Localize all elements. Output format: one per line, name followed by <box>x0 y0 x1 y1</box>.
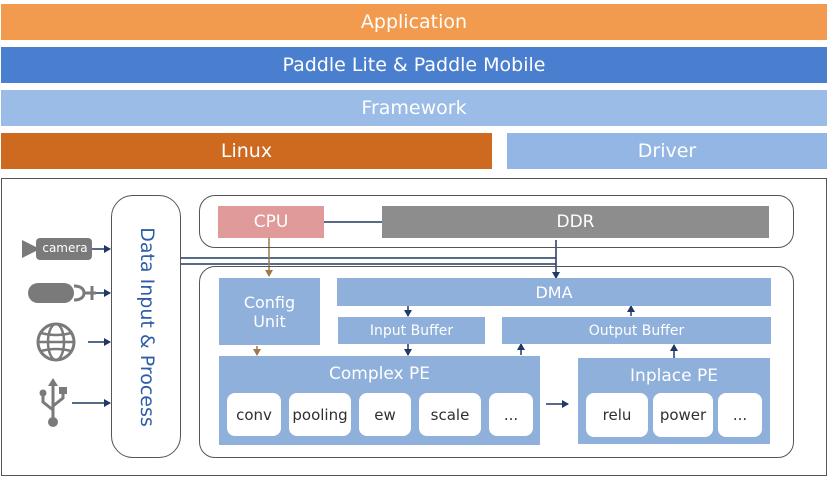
cpu-block: CPU <box>218 206 324 238</box>
dma-block: DMA <box>337 278 771 306</box>
camera-label: camera <box>42 241 88 255</box>
ddr-label: DDR <box>556 212 595 232</box>
complex-op-conv: conv <box>227 393 281 436</box>
complex-pe-label: Complex PE <box>329 364 430 384</box>
framework-layer: Framework <box>1 90 827 126</box>
dma-label: DMA <box>535 282 573 302</box>
hardware-frame <box>1 178 827 476</box>
complex-pe-block: Complex PE conv pooling ew scale ... <box>219 356 540 445</box>
complex-op-scale: scale <box>419 393 481 436</box>
inplace-op-more: ... <box>718 393 762 437</box>
application-label: Application <box>360 11 468 33</box>
framework-label: Framework <box>361 97 467 119</box>
driver-layer: Driver <box>507 133 827 169</box>
application-layer: Application <box>1 4 827 40</box>
inplace-pe-label: Inplace PE <box>630 366 718 386</box>
usb-icon <box>38 378 68 428</box>
data-input-box: Data Input & Process <box>111 195 181 458</box>
inplace-op-relu: relu <box>586 393 648 437</box>
output-buffer-label: Output Buffer <box>588 322 685 339</box>
output-buffer-block: Output Buffer <box>502 317 771 344</box>
inplace-pe-block: Inplace PE relu power ... <box>578 358 770 444</box>
complex-op-pooling: pooling <box>289 393 351 436</box>
cpu-label: CPU <box>253 212 289 232</box>
input-buffer-block: Input Buffer <box>338 317 485 344</box>
input-buffer-label: Input Buffer <box>369 322 454 339</box>
globe-icon <box>36 322 76 362</box>
linux-label: Linux <box>220 140 273 162</box>
config-unit-label: Config Unit <box>243 292 296 331</box>
camera-icon: camera <box>22 236 94 262</box>
complex-op-more: ... <box>489 393 533 436</box>
accelerator-container <box>199 266 794 458</box>
complex-op-ew: ew <box>359 393 411 436</box>
driver-label: Driver <box>637 140 697 162</box>
linux-layer: Linux <box>1 133 492 169</box>
cpu-ddr-container <box>199 195 794 248</box>
microphone-icon <box>26 278 96 308</box>
config-unit-block: Config Unit <box>219 278 320 345</box>
paddle-label: Paddle Lite & Paddle Mobile <box>282 54 546 76</box>
data-input-label: Data Input & Process <box>136 227 158 427</box>
inplace-op-power: power <box>653 393 713 437</box>
ddr-block: DDR <box>382 206 769 238</box>
paddle-layer: Paddle Lite & Paddle Mobile <box>1 47 827 83</box>
